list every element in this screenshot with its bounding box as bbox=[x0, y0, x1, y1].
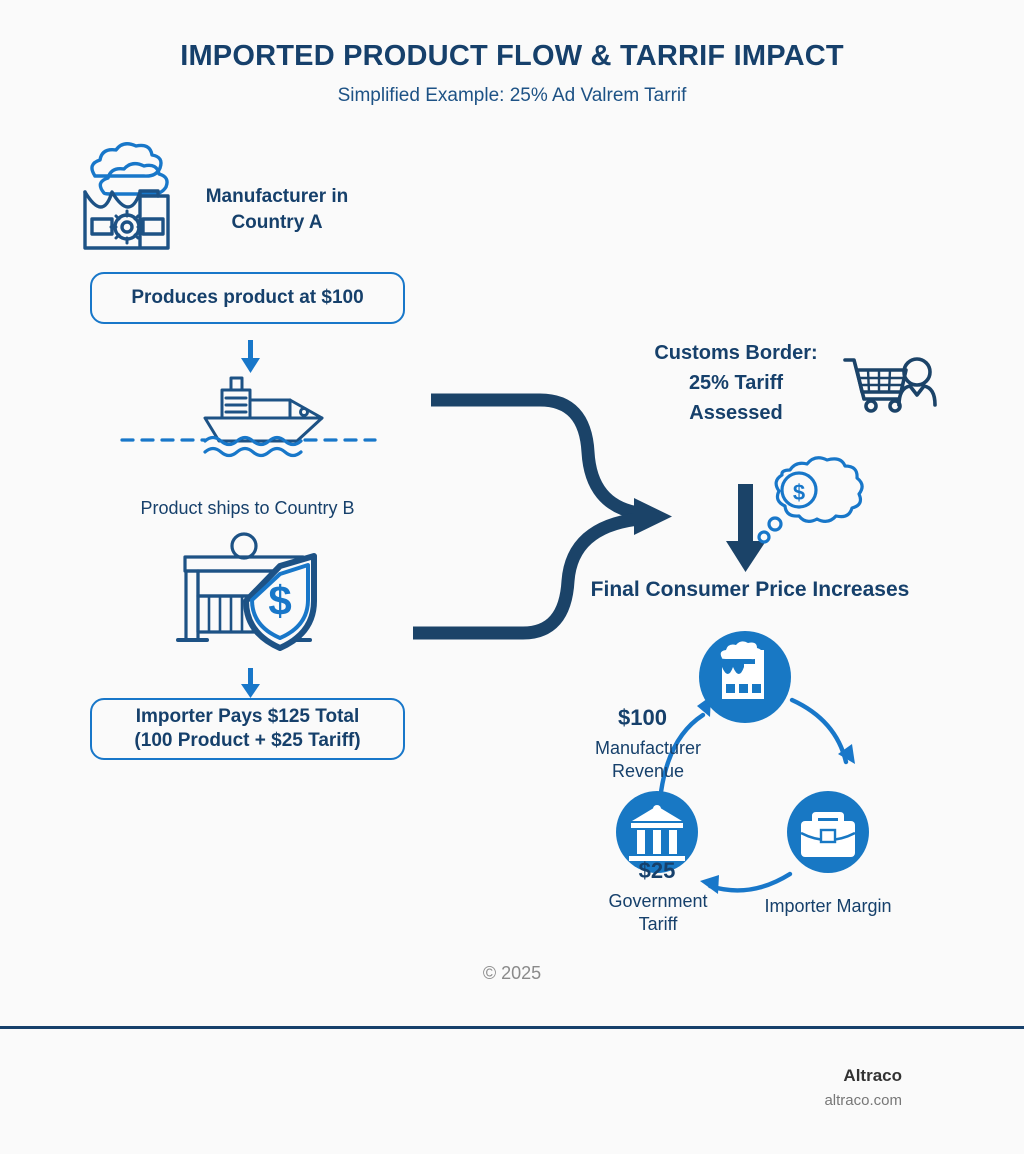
manufacturer-revenue-line2: Revenue bbox=[611, 760, 685, 781]
manufacturer-revenue-line1: Manufacturer bbox=[594, 738, 702, 758]
cycle-arrow-manufacturer-to-importer bbox=[789, 697, 849, 765]
down-arrow-thick bbox=[726, 484, 766, 572]
government-tariff-line1: Government bbox=[608, 891, 708, 911]
customs-border-line2: 25% Tariff bbox=[688, 372, 784, 394]
produces-product-text: Produces product at $100 bbox=[131, 287, 364, 309]
manufacturer-revenue-label: Manufacturer Revenue bbox=[582, 737, 714, 782]
factory-icon bbox=[83, 142, 170, 250]
down-arrow-to-ship bbox=[241, 340, 260, 373]
page-title: IMPORTED PRODUCT FLOW & TARRIF IMPACT bbox=[180, 40, 844, 72]
footer-divider bbox=[0, 1026, 1024, 1029]
shield-dollar-icon: $ bbox=[243, 553, 317, 651]
briefcase-circle-icon bbox=[787, 791, 869, 873]
thought-bubble-dollar-icon: $ bbox=[757, 456, 864, 544]
factory-circle-icon bbox=[699, 631, 791, 723]
manufacturer-label: Manufacturer in Country A bbox=[182, 184, 372, 235]
importer-pays-line1: Importer Pays $125 Total bbox=[135, 706, 360, 728]
customs-border-line1: Customs Border: bbox=[654, 342, 818, 364]
importer-pays-box[interactable]: Importer Pays $125 Total (100 Product + … bbox=[90, 698, 405, 760]
shopping-cart-consumer-icon bbox=[843, 357, 937, 413]
svg-text:$: $ bbox=[268, 577, 291, 624]
customs-border-label: Customs Border: 25% Tariff Assessed bbox=[636, 338, 836, 428]
final-consumer-price-label: Final Consumer Price Increases bbox=[590, 578, 910, 601]
manufacturer-label-line1: Manufacturer in bbox=[205, 186, 349, 207]
copyright-text: © 2025 bbox=[482, 963, 542, 983]
page-subtitle: Simplified Example: 25% Ad Valrem Tarrif bbox=[337, 85, 687, 106]
government-tariff-amount: $25 bbox=[638, 858, 676, 883]
manufacturer-revenue-amount: $100 bbox=[618, 705, 667, 730]
importer-pays-line2: (100 Product + $25 Tariff) bbox=[134, 730, 361, 751]
brand-url[interactable]: altraco.com bbox=[824, 1092, 902, 1109]
produces-product-box[interactable]: Produces product at $100 bbox=[90, 272, 405, 324]
merge-arrowhead-icon bbox=[634, 498, 672, 535]
brand-name: Altraco bbox=[843, 1066, 902, 1085]
ship-caption: Product ships to Country B bbox=[140, 498, 355, 518]
cargo-ship-icon bbox=[120, 376, 377, 458]
down-arrow-to-importer-box bbox=[241, 668, 260, 698]
customs-gate-shield-icon bbox=[176, 532, 312, 642]
cycle-arrowhead-3-icon bbox=[697, 696, 711, 717]
cycle-arrow-importer-to-government bbox=[707, 871, 793, 893]
government-tariff-line2: Tariff bbox=[638, 913, 678, 934]
importer-margin-label: Importer Margin bbox=[764, 896, 892, 916]
cycle-arrowhead-1-icon bbox=[838, 744, 855, 764]
customs-border-line3: Assessed bbox=[689, 402, 783, 424]
svg-text:$: $ bbox=[793, 480, 805, 505]
government-tariff-label: Government Tariff bbox=[592, 890, 724, 935]
manufacturer-label-line2: Country A bbox=[231, 211, 323, 233]
